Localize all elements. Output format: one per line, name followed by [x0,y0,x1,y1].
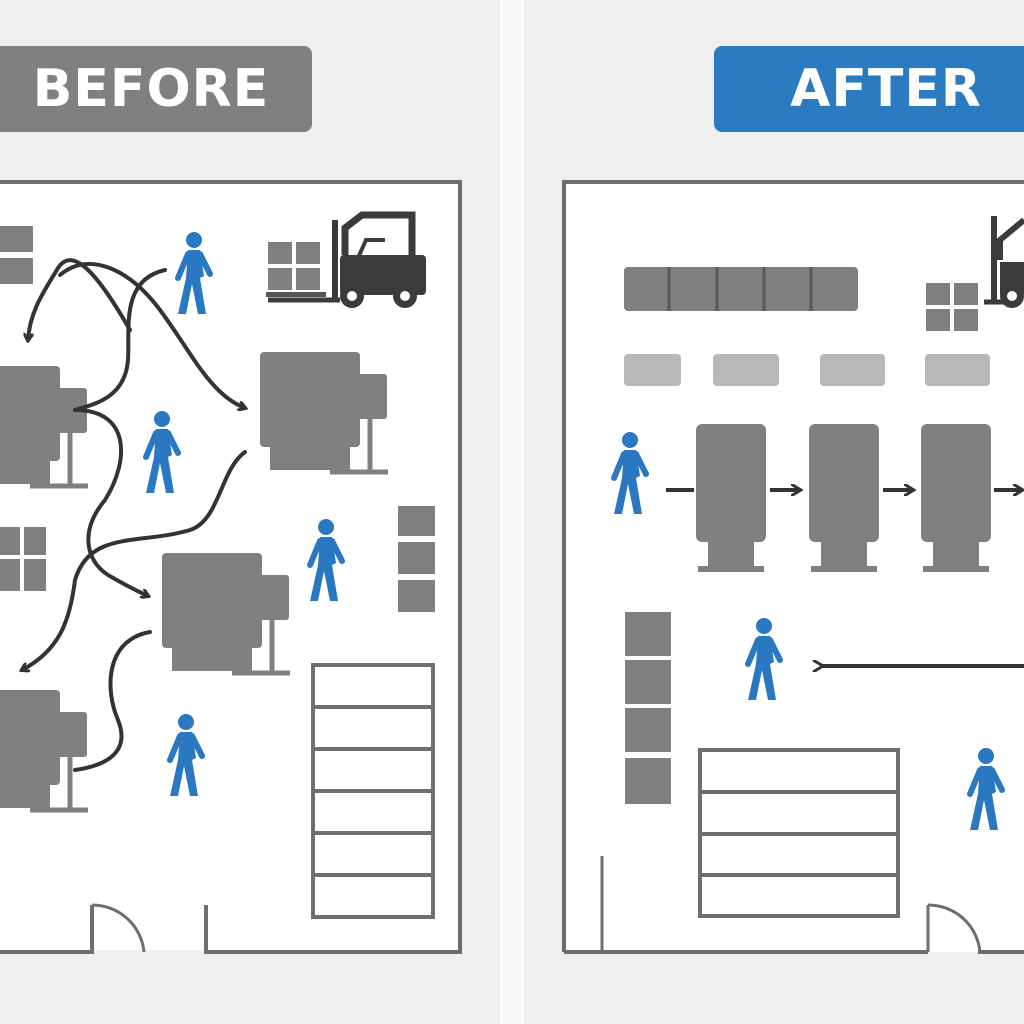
door-icon [926,903,982,953]
flow-arrow-icon [22,258,245,772]
pallet-icon [398,506,435,612]
after-floor-plan [562,180,1024,954]
shelving-icon [698,748,900,918]
pallet-icon [926,283,978,331]
before-floor-plan [0,180,462,954]
before-label: BEFORE [0,46,312,132]
door-icon [90,903,146,953]
pallet-icon [625,612,671,804]
shelving-icon [311,663,435,919]
before-panel: BEFORE [0,0,500,1024]
bin-row [624,354,990,386]
flow-arrow-icon [666,490,1024,666]
panel-divider [500,0,524,1024]
pallet-icon [266,242,326,297]
pallet-icon [0,226,33,284]
after-label: AFTER [714,46,1024,132]
forklift-icon [268,211,426,308]
pallet-icon [0,527,46,591]
after-panel: AFTER [524,0,1024,1024]
storage-rack [624,267,858,311]
forklift-icon [984,216,1024,308]
